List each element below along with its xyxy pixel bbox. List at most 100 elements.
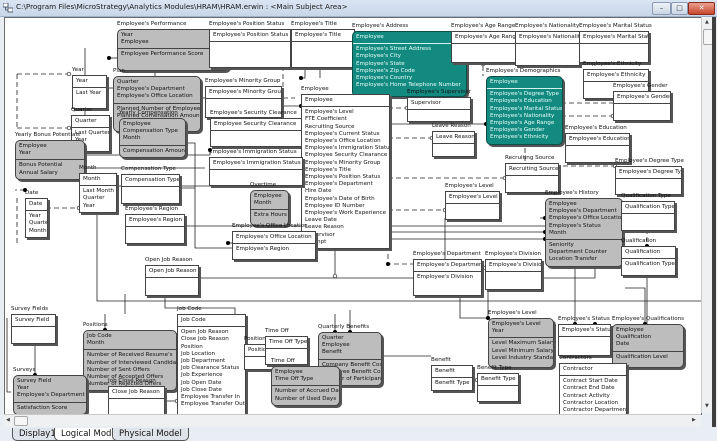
- key-attribute[interactable]: Quarter: [322, 335, 344, 341]
- attribute[interactable]: Hire Date: [305, 188, 332, 195]
- key-attribute[interactable]: Job Code: [87, 333, 112, 339]
- attribute[interactable]: Job Close Date: [181, 386, 222, 393]
- attribute[interactable]: Number of Used Days: [275, 395, 337, 402]
- key-attribute[interactable]: Year: [121, 32, 133, 38]
- entity-region[interactable]: Employee's Region: [125, 214, 185, 244]
- attribute[interactable]: Number of Rejected Offers: [87, 381, 162, 388]
- attribute[interactable]: Employee's Nationality: [490, 112, 555, 119]
- attribute[interactable]: Employee's Gender: [490, 127, 545, 134]
- entity-recruiting[interactable]: Recruiting Source: [505, 163, 559, 193]
- attribute[interactable]: Number of Sent Offers: [87, 366, 150, 373]
- attribute[interactable]: Employee's Country: [356, 75, 413, 82]
- attribute[interactable]: Level Industry Standard: [492, 354, 553, 361]
- attribute[interactable]: Employee's Home Telephone Number: [356, 82, 461, 89]
- attribute[interactable]: Employee's Zip Code: [356, 67, 415, 74]
- attribute[interactable]: Last Month: [83, 188, 114, 195]
- attribute[interactable]: Employee's Minority Group: [305, 159, 381, 166]
- attribute[interactable]: Employee's Date of Birth: [305, 195, 375, 202]
- attribute[interactable]: Leave Reason: [305, 224, 344, 231]
- key-attribute[interactable]: Employee's Position Status: [213, 32, 289, 38]
- entity-age-range[interactable]: Employee's Age Range: [451, 31, 520, 63]
- attribute[interactable]: Quarter: [29, 220, 47, 227]
- entity-degree-type[interactable]: Employee's Degree Type: [615, 166, 682, 195]
- entity-date[interactable]: DateYearQuarterMonth: [25, 198, 48, 238]
- entity-survey-fields[interactable]: Survey Field: [11, 314, 56, 344]
- key-attribute[interactable]: Benefit: [322, 349, 342, 356]
- key-attribute[interactable]: Employee's Office Location: [117, 93, 193, 100]
- entity-emp-status[interactable]: Employee's Status: [558, 324, 611, 356]
- attribute[interactable]: FTE Coefficient: [305, 116, 347, 123]
- key-attribute[interactable]: Year: [17, 385, 29, 392]
- attribute[interactable]: Number of Participants: [322, 376, 381, 383]
- attribute[interactable]: Job Department: [181, 358, 226, 365]
- key-attribute[interactable]: Qualification: [625, 249, 661, 255]
- key-attribute[interactable]: Date: [29, 201, 43, 207]
- entity-division[interactable]: Employee's Division: [485, 259, 542, 290]
- attribute[interactable]: Contract Activity: [563, 392, 610, 399]
- key-attribute[interactable]: Compensation Type: [123, 128, 178, 135]
- attribute[interactable]: Contract Start Date: [563, 378, 618, 385]
- key-attribute[interactable]: Benefit Type: [481, 376, 516, 382]
- attribute[interactable]: Employee's Position Status: [305, 174, 381, 181]
- attribute[interactable]: Employee's Immigration Status: [305, 145, 389, 152]
- attribute[interactable]: Year: [83, 202, 95, 209]
- key-attribute[interactable]: Time Off Type: [275, 376, 314, 383]
- key-attribute[interactable]: Contractor: [563, 366, 593, 372]
- key-attribute[interactable]: Month: [254, 200, 272, 207]
- entity-gender[interactable]: Employee's Gender: [613, 91, 671, 121]
- attribute[interactable]: Employee's City: [356, 53, 401, 60]
- entity-job-close-reason[interactable]: Close Job Reason: [108, 386, 165, 414]
- attribute[interactable]: Job Open Date: [181, 379, 222, 386]
- key-attribute[interactable]: Compensation Type: [125, 177, 179, 183]
- key-attribute[interactable]: Month: [83, 176, 101, 182]
- attribute[interactable]: Employee ID Number: [305, 202, 365, 209]
- attribute[interactable]: Company Benefit Cost: [322, 361, 381, 368]
- key-attribute[interactable]: Year: [492, 328, 504, 335]
- attribute[interactable]: Department Counter: [549, 249, 607, 256]
- key-attribute[interactable]: Leave Reason: [436, 134, 474, 140]
- attribute[interactable]: Employee Transfer Out: [181, 401, 245, 408]
- key-attribute[interactable]: Survey Field: [17, 378, 52, 384]
- entity-security[interactable]: Employee Security Clearance: [210, 118, 302, 147]
- key-attribute[interactable]: Employee's Marital Status: [583, 34, 648, 40]
- key-attribute[interactable]: Date: [616, 341, 630, 348]
- attribute[interactable]: Compensation Amount: [123, 147, 185, 154]
- key-attribute[interactable]: Open Job Reason: [149, 268, 197, 274]
- attribute[interactable]: Qualification Level: [616, 353, 668, 360]
- entity-immigration[interactable]: Employee's Immigration Status: [209, 157, 303, 186]
- key-attribute[interactable]: Employee's Level: [449, 194, 498, 200]
- key-attribute[interactable]: Year: [76, 78, 88, 84]
- entity-leave-reason[interactable]: Leave Reason: [432, 131, 475, 157]
- attribute[interactable]: Employee's Office Location: [305, 138, 381, 145]
- scroll-up-arrow-icon[interactable]: ▲: [705, 19, 709, 25]
- key-attribute[interactable]: Supervisor: [411, 100, 441, 106]
- attribute[interactable]: Employee Transfer In: [181, 394, 240, 401]
- attribute[interactable]: Employee's Current Status: [305, 130, 380, 137]
- attribute[interactable]: Number of Interviewed Candidates: [87, 359, 176, 366]
- key-attribute[interactable]: Employee: [123, 121, 151, 127]
- key-attribute[interactable]: Employee: [121, 39, 149, 46]
- attribute[interactable]: Last Quarter: [75, 130, 109, 137]
- attribute[interactable]: Qualification Type: [625, 261, 675, 268]
- key-attribute[interactable]: Month: [87, 340, 105, 347]
- key-attribute[interactable]: Position: [248, 347, 270, 353]
- attribute[interactable]: Employee Security Clearance: [305, 152, 388, 159]
- key-attribute[interactable]: Month: [549, 229, 567, 236]
- attribute[interactable]: Employee's Education: [490, 98, 552, 105]
- entity-position-status[interactable]: Employee's Position Status: [209, 29, 291, 68]
- attribute[interactable]: Employee's Level: [305, 109, 354, 116]
- key-attribute[interactable]: Qualification Type: [625, 204, 674, 210]
- entity-marital[interactable]: Employee's Marital Status: [579, 31, 649, 63]
- entity-education[interactable]: Employee's Education: [565, 133, 630, 163]
- scroll-right-arrow-icon[interactable]: ▶: [692, 417, 696, 423]
- key-attribute[interactable]: Employee's Office Location: [549, 215, 622, 222]
- attribute[interactable]: Year: [29, 213, 41, 220]
- attribute[interactable]: Level Minimum Salary: [492, 347, 553, 354]
- key-attribute[interactable]: Employee's Status: [549, 222, 601, 229]
